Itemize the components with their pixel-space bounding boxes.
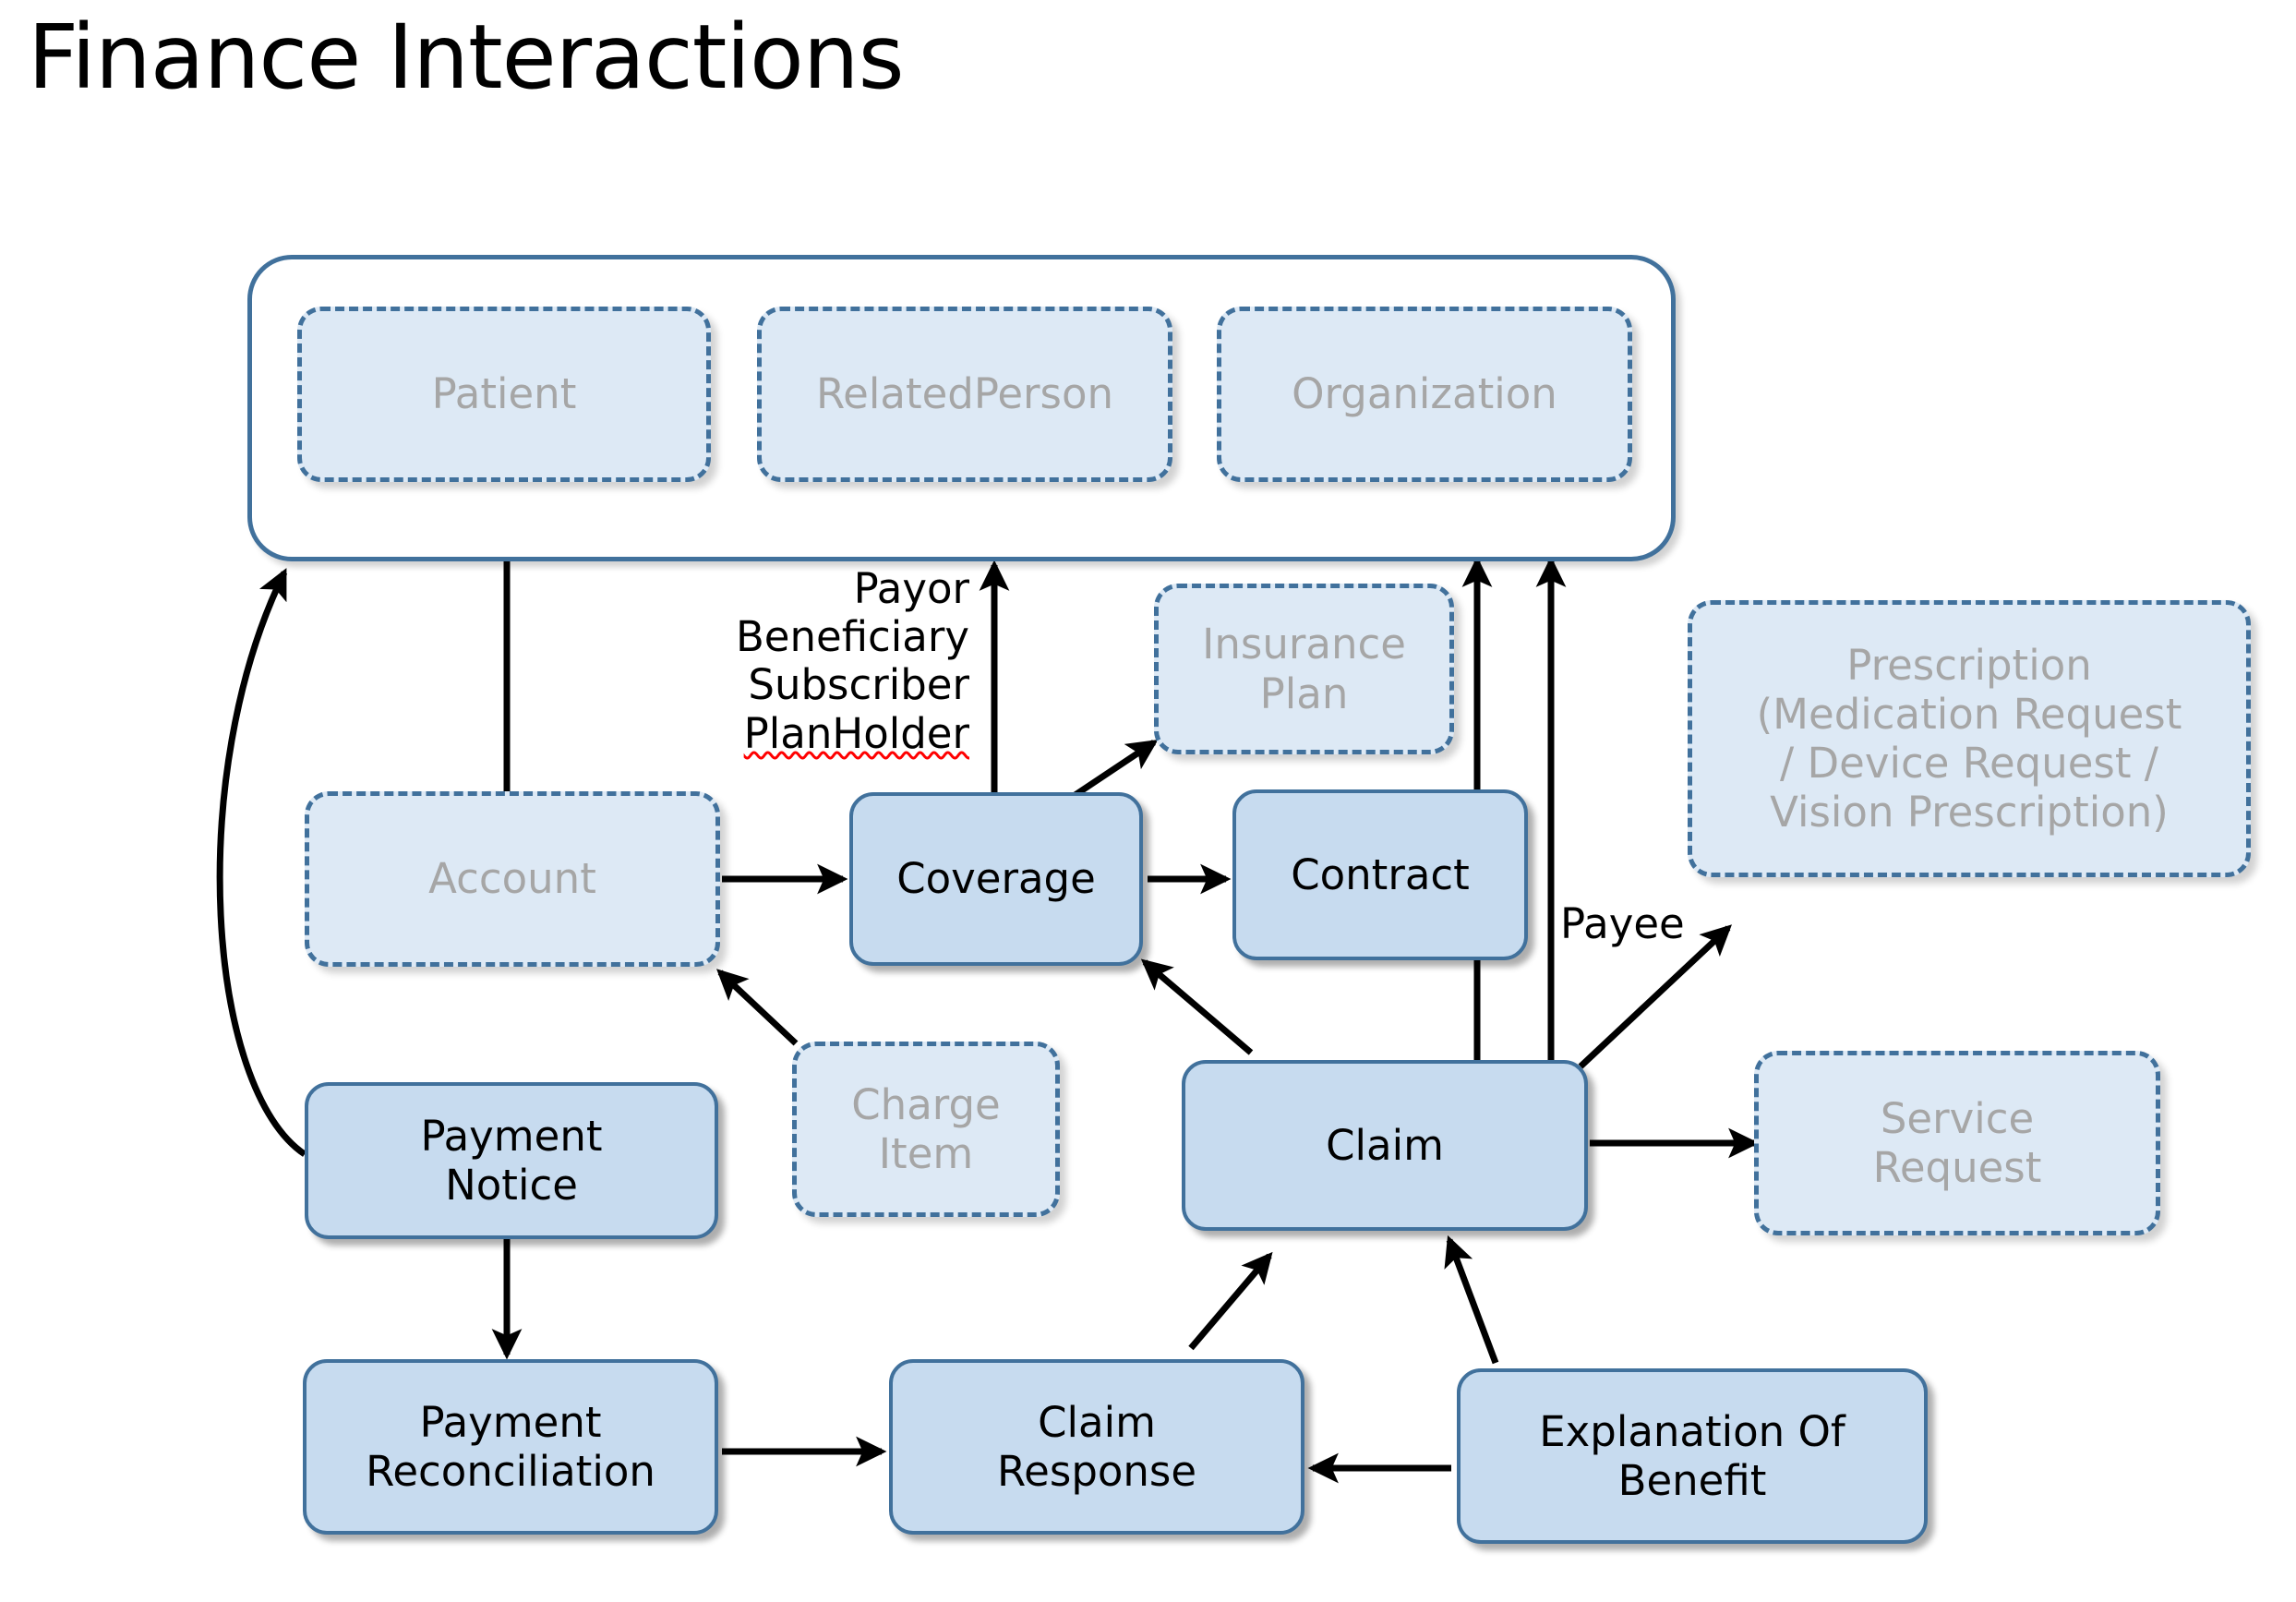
node-claim-response-label-line2: Response	[996, 1447, 1197, 1496]
edge-claim-coverage	[1140, 958, 1254, 1055]
node-service-request-label-line2: Request	[1872, 1143, 2042, 1192]
node-insurance-plan-label-line2: Plan	[1259, 669, 1349, 718]
node-prescription-label-line1: Prescription	[1846, 640, 2092, 690]
node-claim-response[interactable]: Claim Response	[889, 1359, 1304, 1535]
edge-paymentnotice-actors	[216, 568, 307, 1157]
node-coverage-label: Coverage	[896, 854, 1096, 904]
node-account[interactable]: Account	[305, 791, 720, 967]
node-payment-reconciliation-label-line2: Reconciliation	[366, 1447, 655, 1496]
node-payment-reconciliation[interactable]: Payment Reconciliation	[303, 1359, 718, 1535]
node-prescription-label-line2: (Medication Request	[1756, 689, 2182, 739]
node-explanation-of-benefit[interactable]: Explanation Of Benefit	[1457, 1368, 1928, 1544]
edge-claimresponse-claim	[1188, 1251, 1273, 1351]
edge-explanationofbenefit-claim	[1444, 1235, 1499, 1365]
node-claim-response-label-line1: Claim	[1038, 1397, 1156, 1447]
edge-chargeitem-account	[716, 969, 799, 1046]
node-coverage[interactable]: Coverage	[849, 792, 1143, 966]
node-organization-label: Organization	[1292, 369, 1557, 419]
node-relatedperson-label: RelatedPerson	[815, 369, 1114, 419]
node-prescription[interactable]: Prescription (Medication Request / Devic…	[1688, 600, 2251, 877]
node-claim[interactable]: Claim	[1182, 1060, 1588, 1231]
node-service-request[interactable]: Service Request	[1754, 1051, 2160, 1235]
edge-label-coverage-roles-line2: Beneficiary	[735, 612, 969, 662]
page-title: Finance Interactions	[28, 6, 905, 109]
node-charge-item-label-line2: Item	[878, 1129, 974, 1178]
node-charge-item[interactable]: Charge Item	[792, 1042, 1060, 1217]
node-patient-label: Patient	[431, 369, 577, 419]
node-charge-item-label-line1: Charge	[851, 1079, 1001, 1129]
node-insurance-plan-label-line1: Insurance	[1202, 620, 1406, 669]
node-claim-label: Claim	[1326, 1120, 1444, 1170]
node-insurance-plan[interactable]: Insurance Plan	[1154, 584, 1454, 754]
edge-label-payee: Payee	[1560, 899, 1685, 948]
node-relatedperson[interactable]: RelatedPerson	[757, 307, 1172, 482]
node-payment-notice-label-line2: Notice	[445, 1161, 578, 1210]
node-payment-reconciliation-label-line1: Payment	[419, 1397, 602, 1447]
node-organization[interactable]: Organization	[1217, 307, 1632, 482]
edge-label-coverage-roles: Payor Beneficiary Subscriber PlanHolder	[711, 564, 969, 758]
node-explanation-of-benefit-label-line1: Explanation Of	[1539, 1406, 1845, 1456]
node-prescription-label-line3: / Device Request /	[1780, 739, 2158, 788]
node-explanation-of-benefit-label-line2: Benefit	[1617, 1456, 1767, 1505]
node-patient[interactable]: Patient	[297, 307, 711, 482]
node-prescription-label-line4: Vision Prescription)	[1770, 788, 2169, 837]
node-payment-notice[interactable]: Payment Notice	[305, 1082, 718, 1239]
node-account-label: Account	[428, 854, 596, 904]
node-contract[interactable]: Contract	[1232, 789, 1528, 960]
node-payment-notice-label-line1: Payment	[420, 1111, 603, 1161]
edge-label-coverage-roles-line1: Payor	[853, 564, 969, 613]
node-service-request-label-line1: Service	[1880, 1093, 2035, 1143]
edge-label-coverage-roles-line4: PlanHolder	[743, 708, 969, 758]
edge-claim-prescription	[1578, 924, 1732, 1069]
edge-label-coverage-roles-line3: Subscriber	[748, 660, 969, 710]
node-contract-label: Contract	[1291, 849, 1470, 899]
